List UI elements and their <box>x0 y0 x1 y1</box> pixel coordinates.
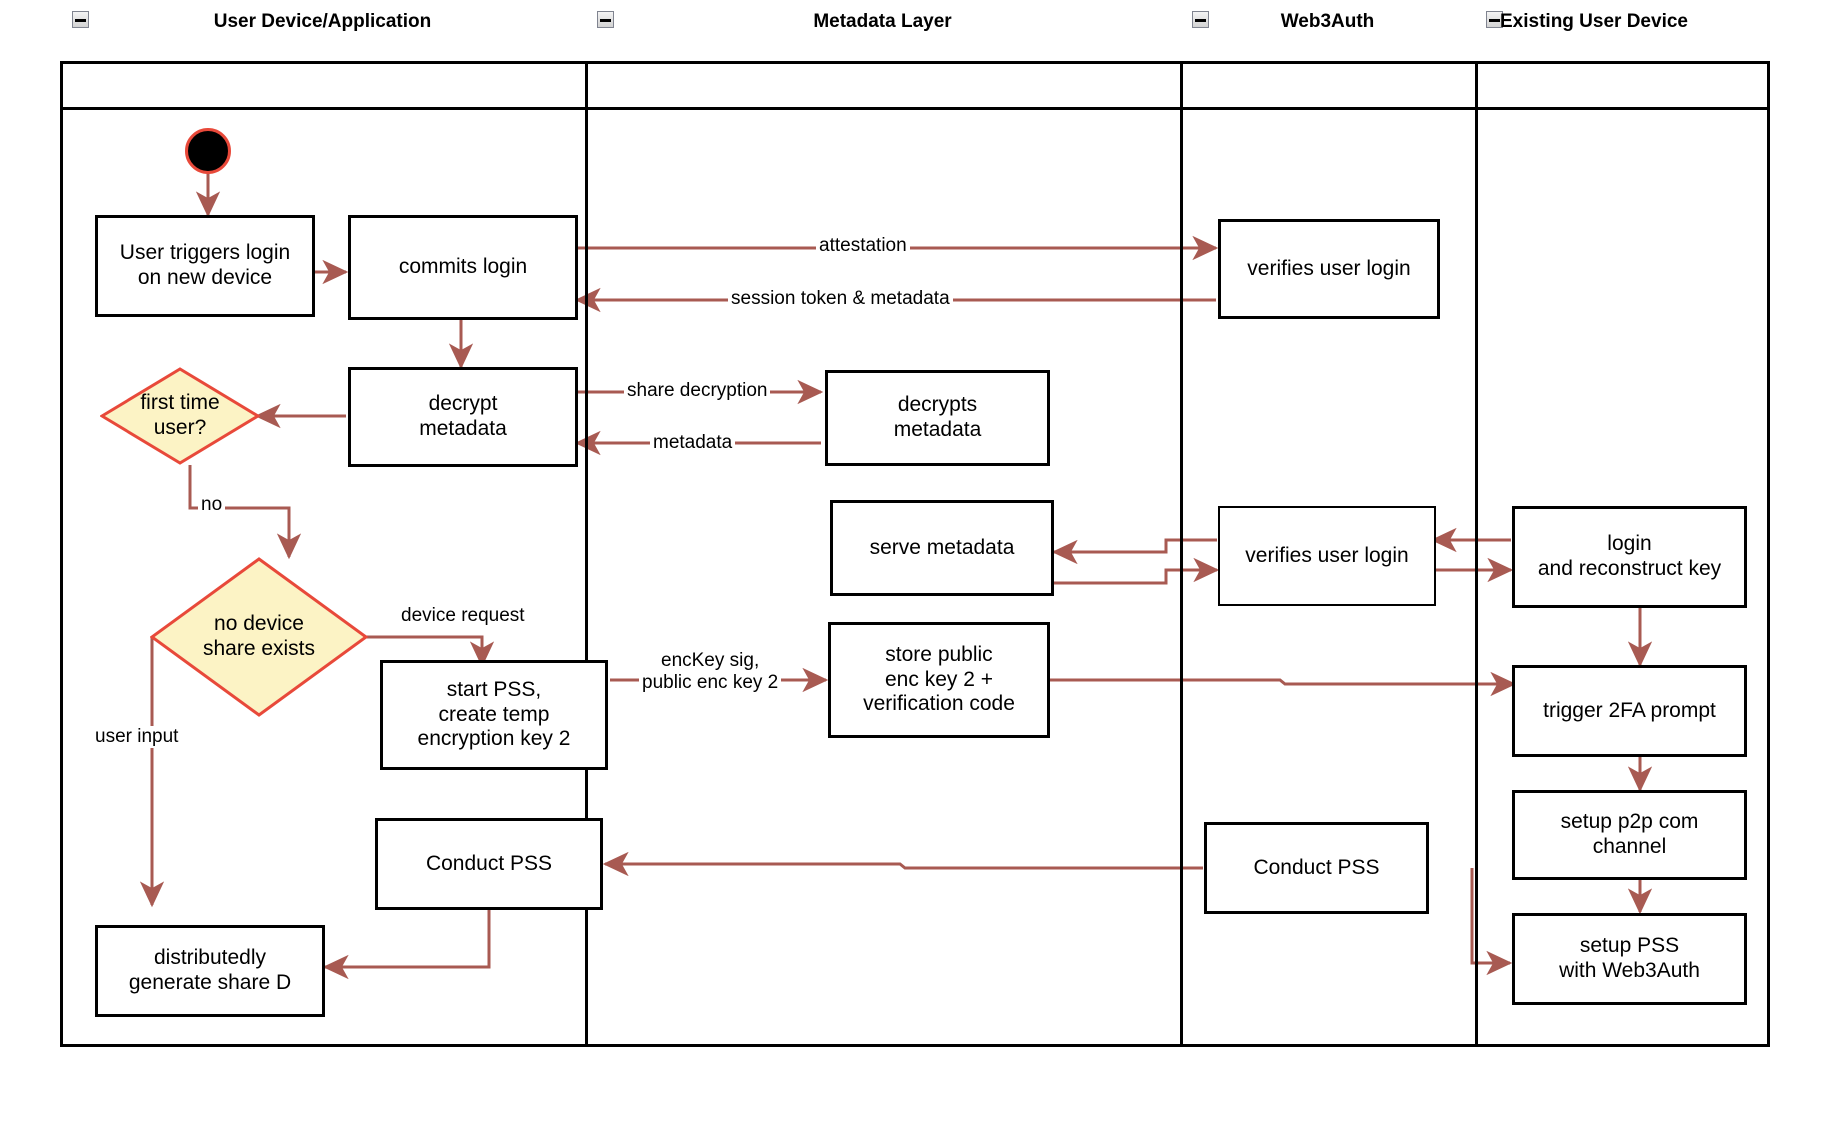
minus-box-icon-existing-user-device[interactable] <box>1486 11 1503 28</box>
decision-no-device-share-exists[interactable]: no device share exists <box>150 557 368 717</box>
node-start-pss-create-temp-key[interactable]: start PSS, create temp encryption key 2 <box>380 660 608 770</box>
node-conduct-pss-user[interactable]: Conduct PSS <box>375 818 603 910</box>
node-serve-metadata[interactable]: serve metadata <box>830 500 1054 596</box>
node-decrypt-metadata[interactable]: decrypt metadata <box>348 367 578 467</box>
lane-title-metadata-layer: Metadata Layer <box>813 11 952 32</box>
swimlane-pool <box>60 61 1770 1047</box>
edge-label-no: no <box>198 494 226 516</box>
edge-label-user-input: user input <box>92 726 182 748</box>
lane-title-web3auth: Web3Auth <box>1280 11 1375 32</box>
node-distributedly-generate-share-d[interactable]: distributedly generate share D <box>95 925 325 1017</box>
minus-box-icon-web3auth[interactable] <box>1192 11 1209 28</box>
node-verifies-user-login-mid[interactable]: verifies user login <box>1218 506 1436 606</box>
node-trigger-2fa-prompt[interactable]: trigger 2FA prompt <box>1512 665 1747 757</box>
node-verifies-user-login-top[interactable]: verifies user login <box>1218 219 1440 319</box>
edge-label-session-token: session token & metadata <box>728 288 953 310</box>
start-node[interactable] <box>185 128 231 174</box>
decision-no-device-share-label: no device share exists <box>202 612 316 660</box>
node-user-triggers-login[interactable]: User triggers login on new device <box>95 215 315 317</box>
node-setup-pss-with-web3auth[interactable]: setup PSS with Web3Auth <box>1512 913 1747 1005</box>
minus-box-icon-user-device[interactable] <box>72 11 89 28</box>
node-commits-login[interactable]: commits login <box>348 215 578 320</box>
lane-title-existing-user-device: Existing User Device <box>1500 11 1688 32</box>
edge-label-device-request: device request <box>398 605 528 627</box>
lane-divider-1 <box>585 61 588 1047</box>
edge-label-share-decryption: share decryption <box>624 380 771 402</box>
minus-box-icon-metadata-layer[interactable] <box>597 11 614 28</box>
decision-first-time-user[interactable]: first time user? <box>100 367 260 465</box>
node-store-public-enc-key-2[interactable]: store public enc key 2 + verification co… <box>828 622 1050 738</box>
edge-label-attestation: attestation <box>816 235 910 257</box>
edge-label-metadata: metadata <box>650 432 736 454</box>
lane-divider-3 <box>1475 61 1478 1047</box>
decision-first-time-user-label: first time user? <box>140 391 220 439</box>
node-decrypts-metadata[interactable]: decrypts metadata <box>825 370 1050 466</box>
lane-title-user-device: User Device/Application <box>213 11 432 32</box>
node-login-and-reconstruct-key[interactable]: login and reconstruct key <box>1512 506 1747 608</box>
node-conduct-pss-web3auth[interactable]: Conduct PSS <box>1204 822 1429 914</box>
lane-divider-2 <box>1180 61 1183 1047</box>
lane-header-row <box>63 64 1767 110</box>
node-setup-p2p-com-channel[interactable]: setup p2p com channel <box>1512 790 1747 880</box>
edge-label-enckey-sig: encKey sig, public enc key 2 <box>639 650 782 694</box>
